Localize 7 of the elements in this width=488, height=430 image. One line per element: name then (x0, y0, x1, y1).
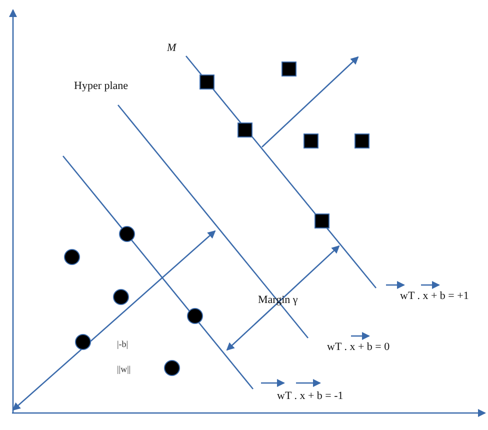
fraction-text: ||w|| (117, 363, 131, 376)
equation-label: wT . x + b = -1 (277, 390, 344, 403)
equation-label: wT . x + b = +1 (400, 290, 469, 303)
fraction-text: |-b| (117, 338, 128, 351)
line-label: M (167, 42, 176, 55)
plane-label: Hyper plane (74, 80, 128, 93)
equation-label: wT . x + b = 0 (327, 341, 390, 354)
